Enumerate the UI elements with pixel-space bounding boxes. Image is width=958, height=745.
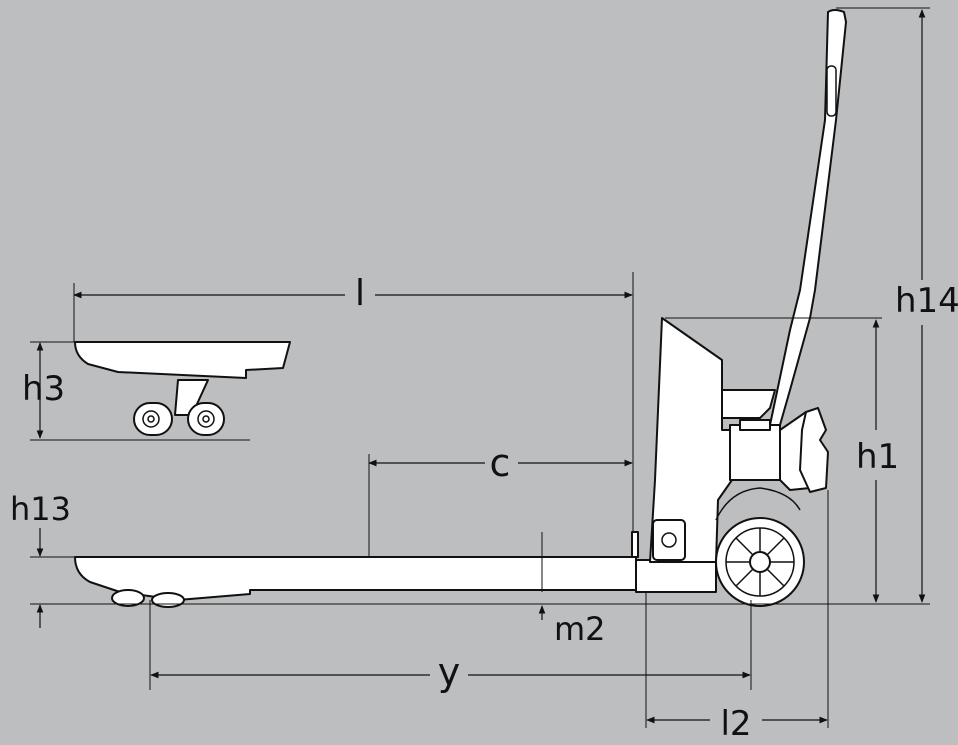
frame-plate	[652, 519, 686, 561]
dim-l2: l2	[646, 704, 828, 744]
fork-tip-detail	[74, 341, 291, 436]
label-h3: h3	[22, 369, 65, 409]
dim-h1: h1	[856, 319, 899, 603]
detail-roller-right	[187, 402, 225, 436]
label-h14: h14	[895, 281, 958, 321]
label-m2: m2	[554, 610, 606, 648]
handle	[769, 9, 847, 426]
dim-h14: h14	[895, 9, 958, 603]
label-l2: l2	[720, 704, 751, 740]
dim-l: l	[73, 273, 633, 314]
steer-wheel	[715, 517, 805, 607]
label-c: c	[490, 441, 511, 485]
label-h1: h1	[856, 437, 899, 477]
label-l: l	[355, 273, 365, 314]
pallet-truck-body	[74, 9, 847, 608]
dim-y: y	[150, 650, 751, 694]
extension-lines	[30, 7, 930, 728]
label-h13: h13	[10, 490, 71, 528]
pump-top	[721, 389, 776, 419]
dim-c: c	[368, 441, 633, 485]
detail-roller-left	[133, 402, 173, 436]
label-y: y	[438, 650, 461, 694]
dim-h3: h3	[22, 342, 65, 439]
dim-h13: h13	[10, 490, 71, 628]
dim-m2: m2	[538, 605, 606, 648]
chassis	[635, 559, 717, 593]
pump-block	[729, 424, 781, 481]
